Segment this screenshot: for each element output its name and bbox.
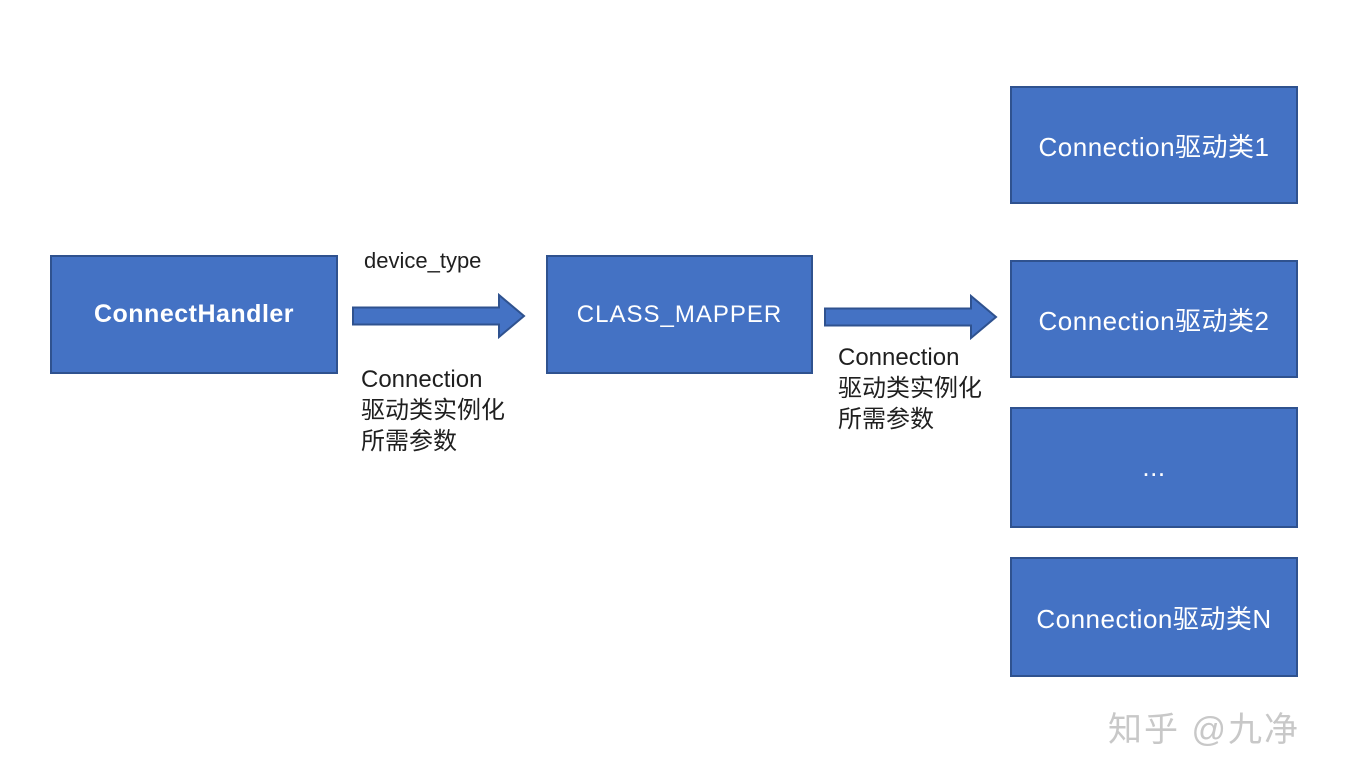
edge-label-line: Connection (361, 366, 483, 393)
edge-label-connection-params-1: Connection 驱动类实例化 所需参数 (361, 364, 505, 457)
edge-label-device-type: device_type (364, 248, 482, 273)
edge-label-line: 驱动类实例化 (838, 375, 982, 402)
node-class-mapper: CLASS_MAPPER (546, 255, 813, 374)
node-connection-driver-2: Connection驱动类2 (1010, 260, 1298, 378)
node-connection-driver-n: Connection驱动类N (1010, 557, 1298, 677)
arrow-right-icon (352, 293, 526, 339)
node-connection-driver-ellipsis: ... (1010, 407, 1298, 528)
edge-label-line: 所需参数 (838, 406, 934, 433)
node-connection-driver-1: Connection驱动类1 (1010, 86, 1298, 204)
edge-label-line: Connection (838, 344, 960, 371)
watermark-zhihu: 知乎 @九净 (1108, 711, 1300, 749)
node-connect-handler: ConnectHandler (50, 255, 338, 374)
edge-label-connection-params-2: Connection 驱动类实例化 所需参数 (838, 342, 982, 435)
edge-label-line: 驱动类实例化 (361, 397, 505, 424)
edge-label-line: 所需参数 (361, 428, 457, 455)
arrow-right-icon (824, 294, 998, 340)
